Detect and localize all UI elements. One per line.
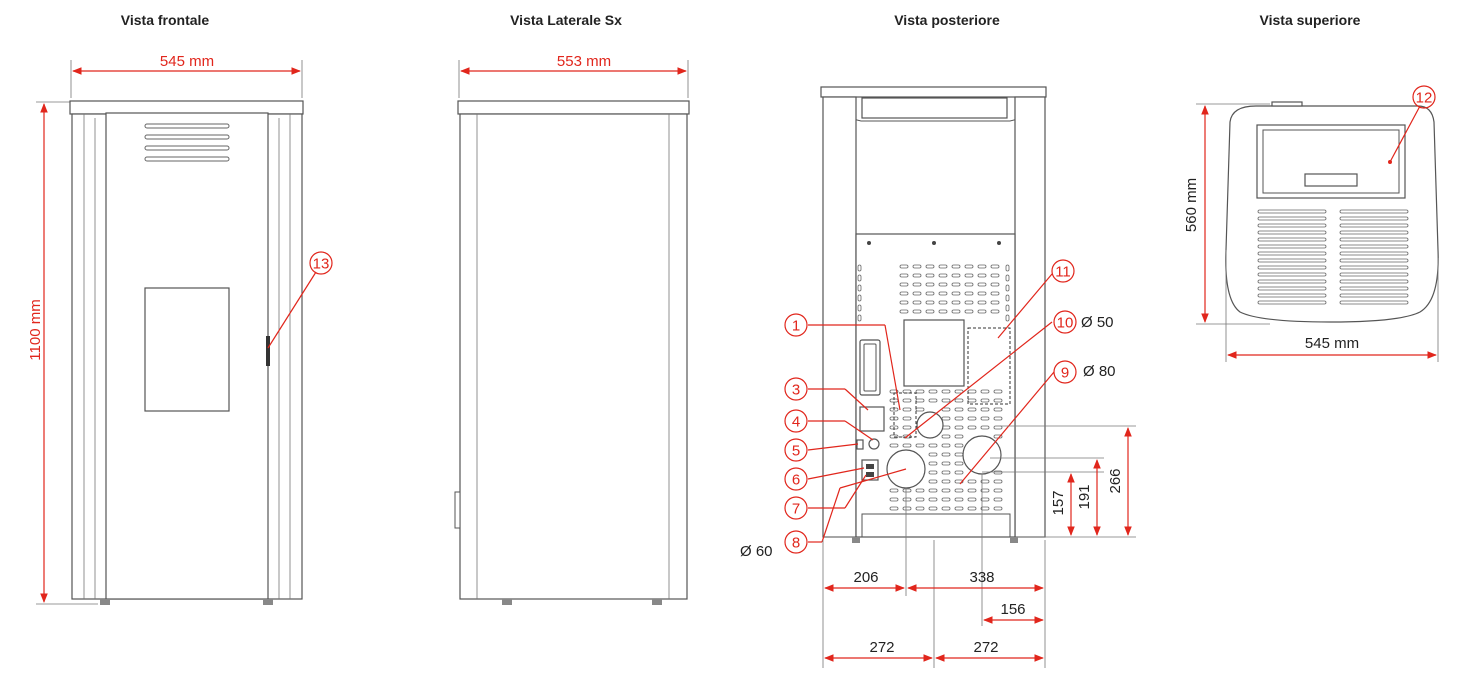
- top-vent-slots: [1257, 209, 1409, 305]
- top-view: Vista superiore 560 mm 545 mm 12: [1183, 12, 1439, 362]
- callout-5-circle: [784, 438, 808, 462]
- door-handle: [266, 336, 270, 366]
- rear-vent-slots: [857, 264, 1010, 511]
- dim-338: 338: [969, 569, 994, 586]
- callout-5: 5: [792, 443, 800, 460]
- side-view-title: Vista Laterale Sx: [510, 12, 622, 28]
- diameter-80-label: Ø 80: [1083, 363, 1116, 380]
- callout-10: 10: [1057, 315, 1074, 332]
- front-width-label: 545 mm: [160, 53, 214, 70]
- side-view: Vista Laterale Sx 553 mm: [454, 12, 690, 605]
- rear-right-column: [1014, 96, 1046, 538]
- dim-266: 266: [1107, 468, 1124, 493]
- rear-callouts: 1 3 4 5 6 7 8 9 10 11: [784, 259, 1077, 554]
- front-view: Vista frontale 545 mm 1100 mm: [27, 12, 333, 605]
- callout-3: 3: [792, 382, 800, 399]
- callout-11: 11: [1055, 264, 1071, 281]
- front-glass-window: [144, 287, 230, 412]
- callout-4-circle: [784, 409, 808, 433]
- front-height-label: 1100 mm: [27, 299, 44, 360]
- callout-10-circle: [1053, 310, 1077, 334]
- diameter-50-label: Ø 50: [1081, 314, 1114, 331]
- rear-hole-d50: [916, 411, 944, 439]
- rear-view: Vista posteriore: [740, 12, 1136, 668]
- callout-13: 13: [313, 256, 330, 273]
- dim-272-right: 272: [973, 639, 998, 656]
- callout-8-circle: [784, 530, 808, 554]
- rear-inspection-plate: [903, 319, 965, 387]
- callout-7-circle: [784, 496, 808, 520]
- callout-6-circle: [784, 467, 808, 491]
- callout-1: 1: [792, 318, 800, 335]
- rear-view-title: Vista posteriore: [894, 12, 1000, 28]
- dim-272-left: 272: [869, 639, 894, 656]
- dim-157: 157: [1050, 490, 1067, 515]
- front-view-title: Vista frontale: [121, 12, 210, 28]
- callout-11-circle: [1051, 259, 1075, 283]
- dim-191: 191: [1076, 484, 1093, 509]
- callout-9-circle: [1053, 360, 1077, 384]
- callout-9: 9: [1061, 365, 1069, 382]
- callout-4: 4: [792, 414, 800, 431]
- rear-item-3: [859, 406, 885, 432]
- dim-156: 156: [1000, 601, 1025, 618]
- callout-13-circle: [309, 251, 333, 275]
- front-top-plate: [69, 100, 304, 115]
- side-width-label: 553 mm: [557, 53, 611, 70]
- dim-206: 206: [853, 569, 878, 586]
- callout-6: 6: [792, 472, 800, 489]
- callout-7: 7: [792, 501, 800, 518]
- callout-3-circle: [784, 377, 808, 401]
- side-top-plate: [457, 100, 690, 115]
- hopper-lid: [1256, 124, 1406, 199]
- callout-12-circle: [1412, 85, 1436, 109]
- rear-top-plate: [820, 86, 1047, 98]
- side-body: [459, 113, 688, 600]
- top-width-label: 545 mm: [1305, 335, 1359, 352]
- callout-1-circle: [784, 313, 808, 337]
- diameter-60-label: Ø 60: [740, 543, 773, 560]
- callout-12: 12: [1416, 90, 1433, 107]
- callout-8: 8: [792, 535, 800, 552]
- top-depth-label: 560 mm: [1183, 178, 1200, 232]
- top-view-title: Vista superiore: [1260, 12, 1361, 28]
